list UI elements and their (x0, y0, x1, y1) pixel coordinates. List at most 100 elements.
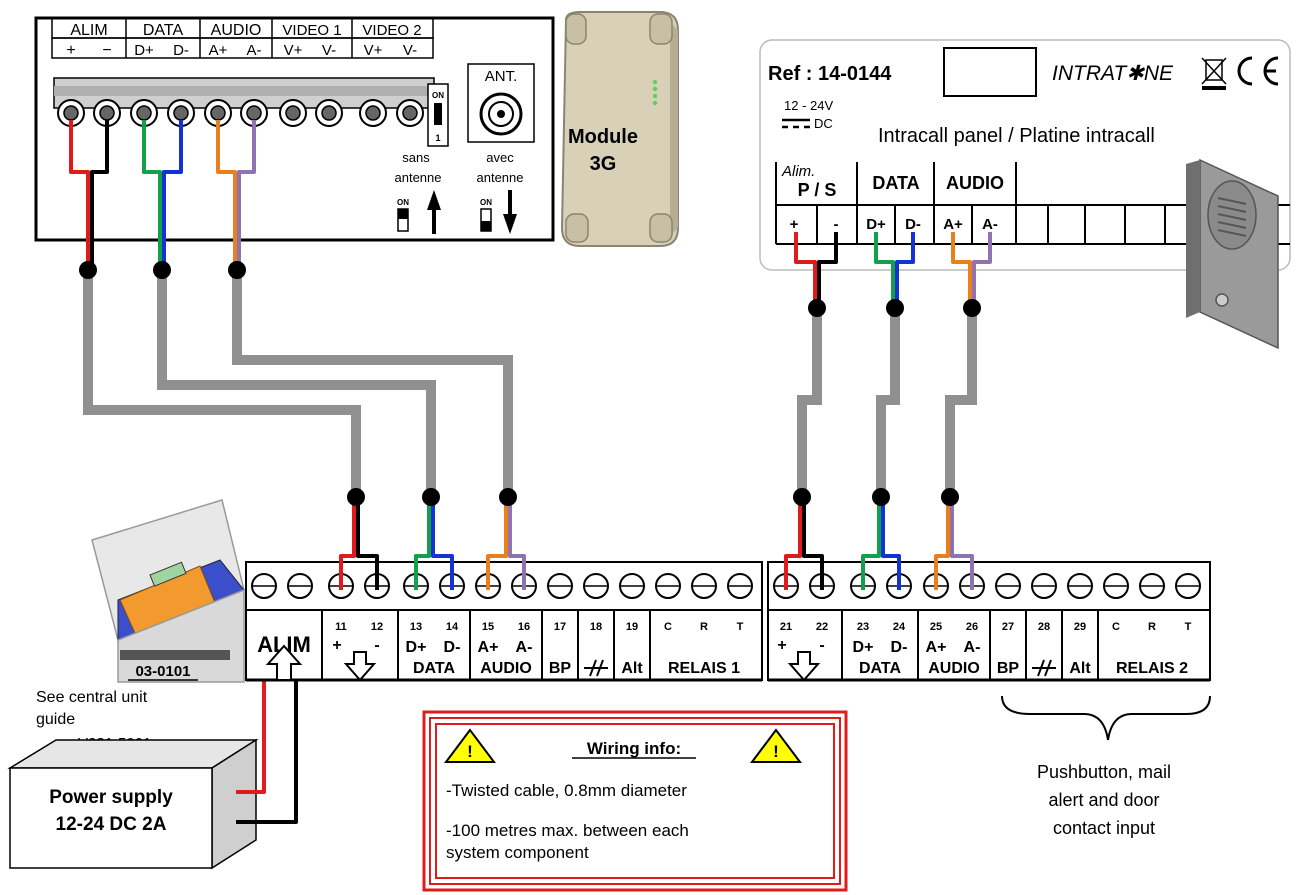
term-num: 22 (816, 621, 828, 633)
panel-term-dplus: D+ (866, 216, 886, 233)
module-header-video1: VIDEO 1 (282, 22, 341, 39)
module-sign-plus: + (66, 42, 75, 59)
wire-purple (972, 232, 992, 306)
wire-orange (934, 497, 950, 590)
term-sign-dminus: D- (444, 639, 461, 656)
module-header-audio: AUDIO (211, 22, 262, 39)
screw-terminal (1139, 573, 1165, 599)
pushbutton-note-line2: alert and door (1048, 790, 1159, 810)
term-sign-aminus: A- (964, 639, 981, 656)
wire-purple (237, 120, 256, 268)
term-num: 25 (930, 621, 942, 633)
wire-green (861, 497, 881, 590)
screw-terminal (279, 99, 307, 127)
screw-terminal (1067, 573, 1093, 599)
term-label-alt: Alt (1069, 660, 1091, 677)
junction-dot (422, 488, 440, 506)
central-unit-image (91, 499, 245, 683)
term-label-audio: AUDIO (928, 660, 980, 677)
module-header-video2: VIDEO 2 (362, 22, 421, 39)
central-unit-ref: 03-0101 (135, 663, 190, 680)
cable-panel-data (876, 308, 900, 495)
term-sign-minus: - (819, 637, 824, 654)
dip-switch: ON 1 (427, 83, 449, 147)
term-num: 24 (893, 621, 906, 633)
screw-terminal (995, 573, 1021, 599)
svg-text:ON: ON (480, 198, 492, 207)
central-guide-line2: guide (36, 711, 75, 728)
screw-terminal (167, 99, 195, 127)
screw-terminal (396, 99, 424, 127)
wire-green (874, 232, 895, 306)
panel-term-minus: - (834, 216, 839, 233)
panel-term-plus: + (790, 216, 799, 233)
module-sign-minus: − (102, 42, 111, 59)
screw-terminal (204, 99, 232, 127)
term-num: C (664, 621, 672, 633)
panel-term-aplus: A+ (943, 216, 963, 233)
term-sign-dminus: D- (891, 639, 908, 656)
screw-terminal (619, 573, 645, 599)
wire-black-psu (236, 620, 298, 824)
wire-red (794, 232, 817, 306)
arrow-down-icon (503, 190, 517, 234)
panel-ps-label: P / S (798, 180, 837, 200)
panel-term-aminus: A- (982, 216, 998, 233)
cable-data (157, 270, 436, 495)
module-sign-dplus: D+ (134, 42, 154, 59)
wire-green (142, 120, 162, 268)
screw-terminal (691, 573, 717, 599)
switch-on-icon: ON (397, 198, 409, 232)
panel-term-dminus: D- (905, 216, 921, 233)
intercom-faceplate-image (1186, 158, 1279, 350)
term-num: 28 (1038, 621, 1050, 633)
term-sign-dplus: D+ (406, 639, 427, 656)
cable-panel-audio (945, 308, 977, 495)
screw-terminal (1175, 573, 1201, 599)
term-sign-aplus: A+ (926, 639, 947, 656)
ce-mark-icon (1237, 56, 1279, 86)
central-guide-line1: See central unit (36, 689, 148, 706)
module-connector-strip (53, 77, 435, 127)
panel-ref: Ref : 14-0144 (768, 63, 892, 85)
screw-terminal (583, 573, 609, 599)
term-num: 21 (780, 621, 792, 633)
terminal-block-left: ALIM 11 12 13 14 15 16 17 18 19 C R T + … (245, 561, 763, 682)
term-sign-plus: + (332, 637, 341, 654)
terminal-block-right: 21 22 23 24 25 26 27 28 29 C R T + - D+ … (767, 561, 1211, 682)
grey-cables (83, 270, 977, 495)
module-sign-aminus: A- (247, 42, 262, 59)
panel-blank-box (943, 47, 1037, 97)
panel-dc-label: DC (814, 116, 833, 131)
panel-alim-label: Alim. (781, 163, 815, 180)
cable-panel-alim (797, 308, 822, 495)
power-supply-line1: Power supply (49, 787, 173, 808)
panel-terminal-grid (775, 162, 1290, 245)
screw-terminal (359, 99, 387, 127)
term-num: 18 (590, 621, 602, 633)
svg-text:antenne: antenne (395, 170, 442, 185)
junction-dot (941, 488, 959, 506)
term-sign-aplus: A+ (478, 639, 499, 656)
avec-antenne-label: avec (486, 150, 514, 165)
screw-terminal (287, 573, 313, 599)
term-label-bp: BP (549, 660, 572, 677)
module-sign-dminus: D- (173, 42, 189, 59)
term-num: 17 (554, 621, 566, 633)
curly-brace-icon (1001, 695, 1211, 741)
wire-black (90, 120, 109, 268)
term-num: 29 (1074, 621, 1086, 633)
screw-terminal (655, 573, 681, 599)
term-sign-plus: + (777, 637, 786, 654)
term-label-relais: RELAIS 2 (1116, 660, 1188, 677)
wire-red (69, 120, 90, 268)
svg-text:ON: ON (432, 91, 444, 100)
module-3g-label-line1: Module (568, 126, 638, 148)
junction-dot (499, 488, 517, 506)
term-num: 11 (335, 621, 347, 633)
wire-blue (162, 120, 183, 268)
screw-terminal (1031, 573, 1057, 599)
power-supply-line2: 12-24 DC 2A (56, 814, 167, 835)
panel-voltage: 12 - 24V (784, 98, 833, 113)
